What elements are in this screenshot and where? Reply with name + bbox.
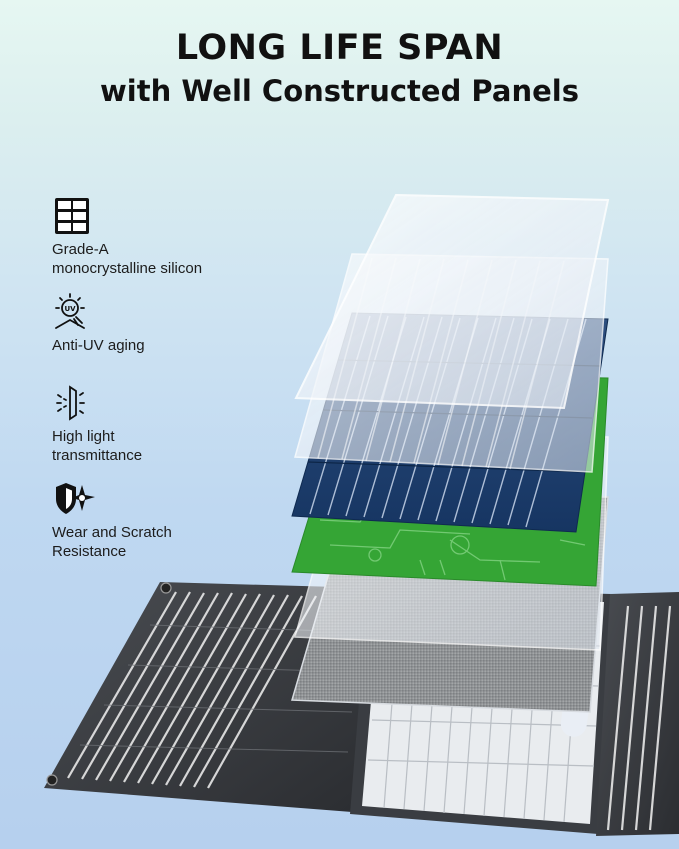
feature-label-line: Wear and Scratch <box>52 524 172 541</box>
feature-wear-scratch: Wear and Scratch Resistance <box>52 479 292 561</box>
solar-cell-grid-icon <box>52 196 92 236</box>
feature-monocrystalline: Grade-A monocrystalline silicon <box>52 196 292 278</box>
shield-scratch-icon <box>52 479 95 519</box>
top-glass-layer <box>294 193 610 410</box>
page-title: LONG LIFE SPAN <box>175 28 504 68</box>
feature-anti-uv: UV Anti-UV aging <box>52 292 292 355</box>
feature-label-line: Resistance <box>52 543 127 560</box>
feature-label-line: Grade-A <box>52 241 109 258</box>
feature-label-line: High light <box>52 428 115 445</box>
left-panel-cell-lines <box>67 591 317 789</box>
svg-text:UV: UV <box>64 305 76 313</box>
feature-light-transmittance: High light transmittance <box>52 383 292 465</box>
feature-label-line: transmittance <box>52 447 143 464</box>
light-transmittance-icon <box>52 383 92 423</box>
feature-label-line: Anti-UV aging <box>52 337 145 354</box>
feature-label-line: monocrystalline silicon <box>52 260 203 277</box>
uv-sun-shield-icon: UV <box>52 292 92 332</box>
right-panel-section <box>596 592 679 836</box>
page-subtitle: with Well Constructed Panels <box>100 74 579 108</box>
